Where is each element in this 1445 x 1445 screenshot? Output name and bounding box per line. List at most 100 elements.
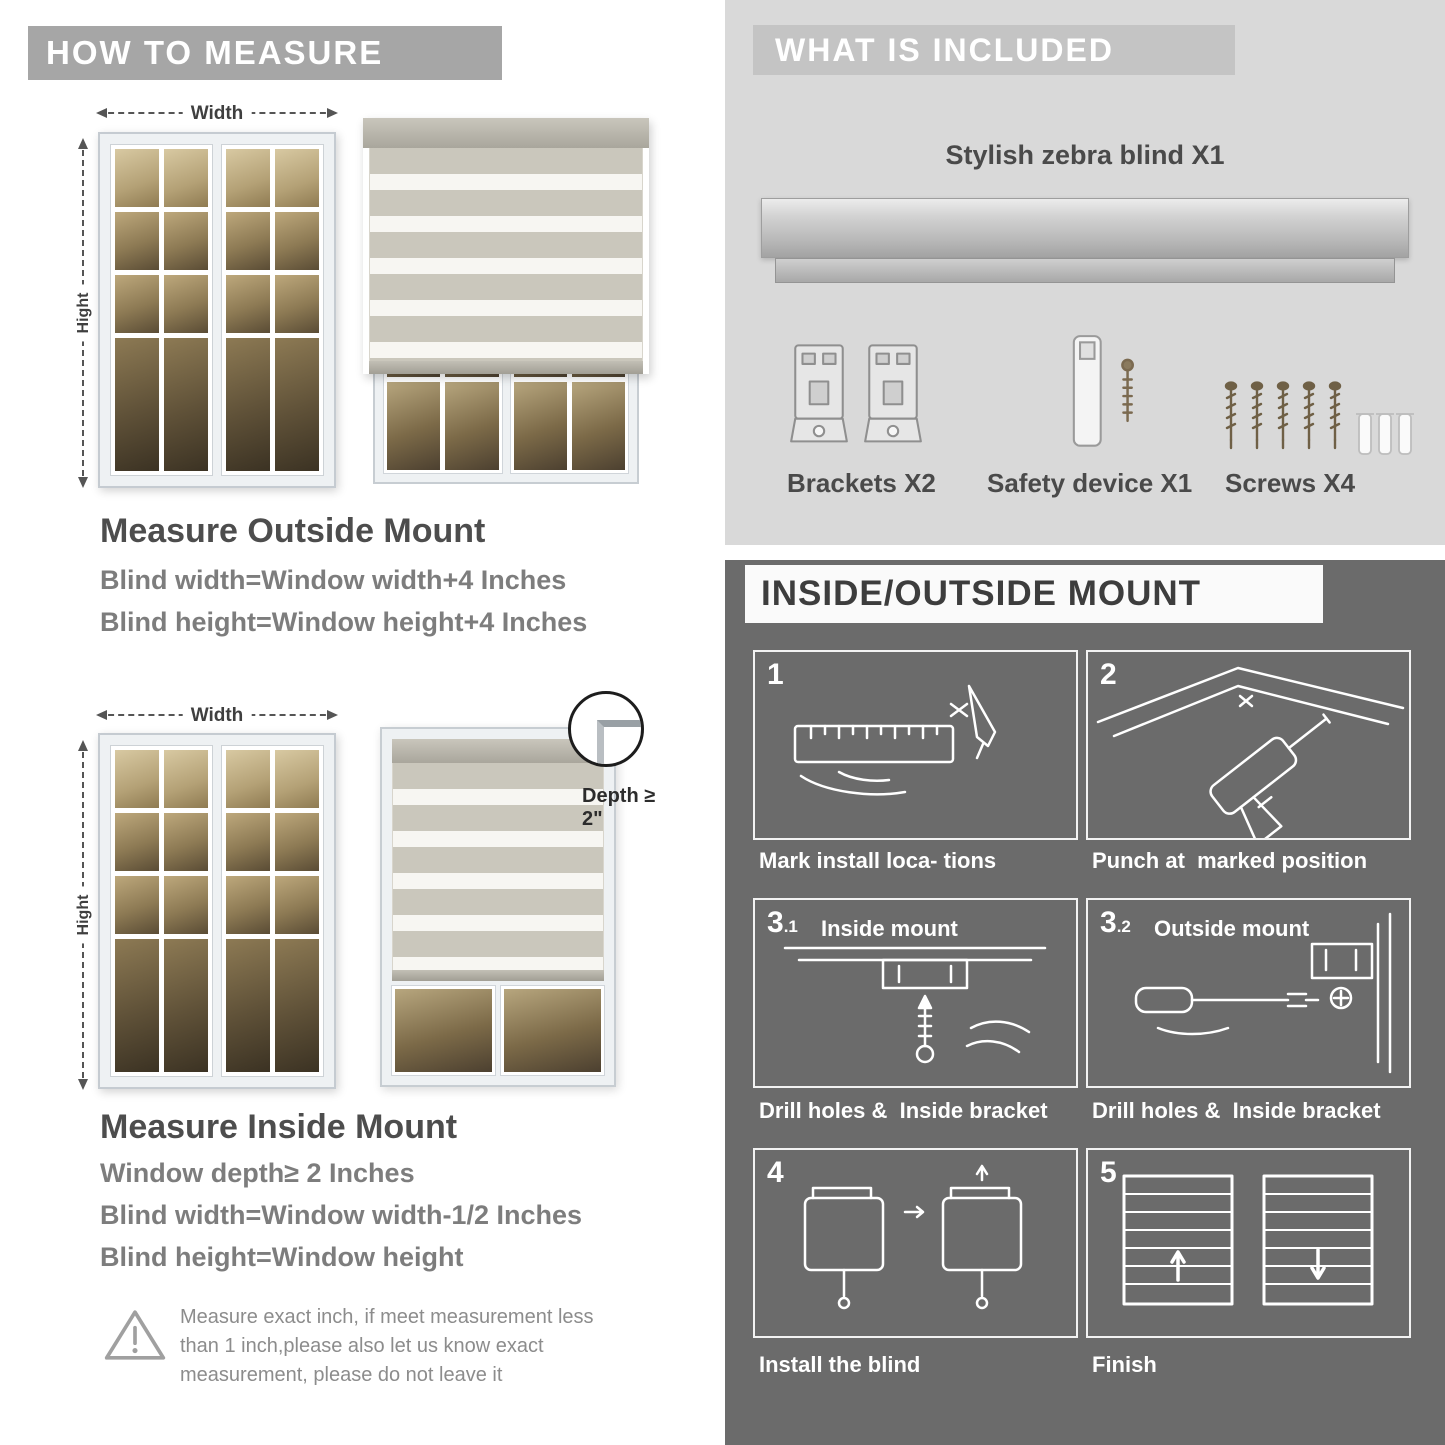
window-pane [164, 750, 208, 808]
outside-mount-title: Measure Outside Mount [100, 512, 486, 550]
step-title: Inside mount [821, 916, 958, 941]
screws-label: Screws X4 [1225, 468, 1356, 498]
step-caption-5: Finish [1092, 1352, 1157, 1377]
window-pane [275, 938, 319, 1072]
window-pane [115, 812, 159, 871]
zebra-blind-shade [363, 118, 649, 375]
step-panel-5: 5 [1086, 1148, 1411, 1338]
window-pane [275, 875, 319, 934]
outside-mount-line1: Blind width=Window width+4 Inches [100, 565, 567, 595]
window-pane [275, 337, 319, 471]
anchor-icon [1356, 413, 1414, 455]
step-number: 2 [1100, 658, 1117, 691]
step-number: 3 [1100, 906, 1117, 939]
step-caption-3-1: Drill holes & Inside bracket [759, 1098, 1048, 1123]
safety-device-label: Safety device X1 [987, 468, 1193, 498]
window-pane [275, 812, 319, 871]
safety-device-icon [1072, 335, 1134, 447]
window-pane [115, 337, 159, 471]
inside-bracket-illustration [783, 946, 1047, 1064]
window-pane [226, 211, 270, 270]
window-pane [164, 938, 208, 1072]
install-blind-illustration [803, 1164, 1023, 1310]
inside-mount-line3: Blind height=Window height [100, 1242, 464, 1272]
drill-illustration [1096, 666, 1405, 838]
window-pane [164, 812, 208, 871]
height-label: Hight [73, 284, 95, 342]
step-panel-2: 2 [1086, 650, 1411, 840]
inside-outside-mount-section: INSIDE/OUTSIDE MOUNT 1 Mark install loca… [725, 560, 1445, 1445]
window-pane [115, 149, 159, 207]
window-pane [275, 750, 319, 808]
width-label: Width [182, 101, 252, 127]
window-pane [226, 337, 270, 471]
how-to-measure-section: HOW TO MEASURE Width Hight [0, 0, 712, 1445]
window-pane [226, 875, 270, 934]
window-pane [164, 274, 208, 333]
window-sash [221, 144, 324, 476]
window-pane [226, 274, 270, 333]
window-pane [275, 274, 319, 333]
blind-bottom-rail [369, 361, 643, 375]
inside-mount-figure: Width Hight [70, 691, 670, 1110]
what-is-included-section: WHAT IS INCLUDED Stylish zebra blind X1 [725, 0, 1445, 545]
depth-label: Depth ≥ 2" [582, 785, 656, 830]
step-caption-2: Punch at marked position [1092, 848, 1368, 873]
measurement-note: Measure exact inch, if meet measurement … [180, 1303, 594, 1390]
inside-mount-blind-illustration [380, 691, 644, 1087]
window-pane [275, 211, 319, 270]
depth-callout-circle [568, 691, 644, 767]
window-glass [391, 984, 605, 1077]
window-illustration [98, 132, 336, 488]
how-to-measure-title: HOW TO MEASURE [46, 34, 384, 71]
window-sash [110, 745, 213, 1077]
outside-mount-figure: Width Hight [70, 96, 655, 496]
window-pane [164, 211, 208, 270]
step-caption-3-2: Drill holes & Inside bracket [1092, 1098, 1381, 1123]
window-pane [115, 938, 159, 1072]
mount-header: INSIDE/OUTSIDE MOUNT [745, 565, 1323, 623]
mount-title: INSIDE/OUTSIDE MOUNT [761, 574, 1202, 613]
width-arrow: Width [96, 101, 338, 127]
note-line3: measurement, please do not leave it [180, 1364, 503, 1386]
window-sash [221, 745, 324, 1077]
width-arrow: Width [96, 703, 338, 729]
bracket-icon [864, 344, 922, 443]
step-panel-4: 4 [753, 1148, 1078, 1338]
inside-mount-line2: Blind width=Window width-1/2 Inches [100, 1200, 583, 1230]
width-label: Width [182, 703, 252, 729]
window-pane [571, 382, 625, 470]
window-pane [391, 984, 496, 1077]
window-pane [513, 382, 567, 470]
window-pane [164, 149, 208, 207]
brackets-label: Brackets X2 [787, 468, 936, 498]
height-arrow: Hight [73, 138, 95, 488]
zebra-blind-fascia [775, 258, 1395, 283]
window-pane [445, 382, 499, 470]
window-pane [226, 812, 270, 871]
window-pane [387, 382, 441, 470]
step-number: 1 [767, 658, 784, 691]
window-pane [226, 149, 270, 207]
outside-bracket-illustration [1134, 912, 1392, 1074]
step-panel-1: 1 [753, 650, 1078, 840]
blind-stripes [369, 148, 643, 362]
step-number: 4 [767, 1156, 784, 1189]
warning-icon [104, 1310, 166, 1360]
outside-mount-line2: Blind height=Window height+4 Inches [100, 607, 588, 637]
blind-item-label: Stylish zebra blind X1 [945, 140, 1225, 170]
how-to-measure-header: HOW TO MEASURE [28, 26, 502, 80]
window-illustration [98, 733, 336, 1089]
zebra-blind-headrail [761, 198, 1409, 258]
step-caption-1: Mark install loca- tions [759, 848, 997, 873]
step-panel-3-1: 3.1 Inside mount [753, 898, 1078, 1088]
window-pane [164, 875, 208, 934]
step-caption-4: Install the blind [759, 1352, 921, 1377]
window-pane [115, 274, 159, 333]
step-number: 3 [767, 906, 784, 939]
what-is-included-header: WHAT IS INCLUDED [753, 25, 1235, 75]
blind-stripes [392, 763, 604, 970]
step-title: Outside mount [1154, 916, 1310, 941]
note-line2: than 1 inch,please also let us know exac… [180, 1335, 544, 1357]
